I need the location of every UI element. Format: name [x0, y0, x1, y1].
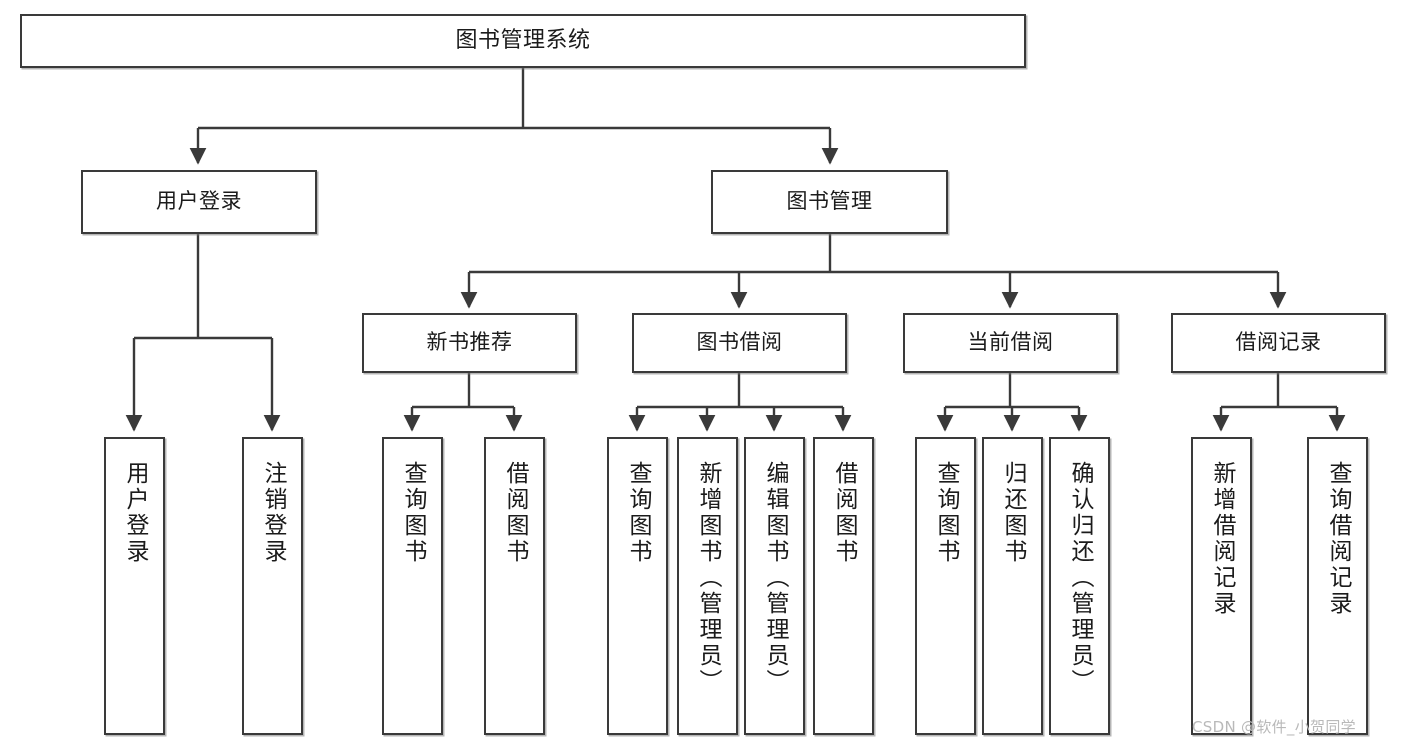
node-leaf-confirm-return[interactable]: 确认归还（管理员） [1049, 437, 1110, 735]
node-label: 当前借阅 [967, 330, 1054, 355]
node-leaf-edit-book[interactable]: 编辑图书（管理员） [744, 437, 805, 735]
node-label: 图书借阅 [696, 330, 783, 355]
node-label: 借阅图书 [502, 461, 528, 565]
node-leaf-query-book-1[interactable]: 查询图书 [382, 437, 443, 735]
node-label: 新增图书（管理员） [695, 461, 721, 695]
node-label: 查询图书 [400, 461, 426, 565]
node-label: 归还图书 [1000, 461, 1026, 565]
node-leaf-user-login[interactable]: 用户登录 [104, 437, 165, 735]
node-borrow-record[interactable]: 借阅记录 [1171, 313, 1386, 373]
node-book-borrow[interactable]: 图书借阅 [632, 313, 847, 373]
node-label: 编辑图书（管理员） [762, 461, 788, 695]
node-label: 查询图书 [933, 461, 959, 565]
node-label: 注销登录 [260, 461, 286, 565]
node-leaf-add-record[interactable]: 新增借阅记录 [1191, 437, 1252, 735]
node-book-manage[interactable]: 图书管理 [711, 170, 948, 234]
node-leaf-user-logout[interactable]: 注销登录 [242, 437, 303, 735]
node-label: 确认归还（管理员） [1067, 461, 1093, 695]
node-label: 图书管理 [786, 189, 873, 214]
node-label: 新书推荐 [426, 330, 513, 355]
node-label: 新增借阅记录 [1209, 461, 1235, 617]
node-leaf-query-book-3[interactable]: 查询图书 [915, 437, 976, 735]
node-label: 查询图书 [625, 461, 651, 565]
node-leaf-query-book-2[interactable]: 查询图书 [607, 437, 668, 735]
node-label: 查询借阅记录 [1325, 461, 1351, 617]
node-leaf-query-record[interactable]: 查询借阅记录 [1307, 437, 1368, 735]
node-leaf-borrow-book-2[interactable]: 借阅图书 [813, 437, 874, 735]
node-leaf-borrow-book-1[interactable]: 借阅图书 [484, 437, 545, 735]
node-label: 借阅记录 [1235, 330, 1322, 355]
node-leaf-add-book[interactable]: 新增图书（管理员） [677, 437, 738, 735]
node-leaf-return-book[interactable]: 归还图书 [982, 437, 1043, 735]
node-root-system[interactable]: 图书管理系统 [20, 14, 1026, 68]
csdn-watermark: CSDN @软件_小贺同学 [1192, 718, 1356, 736]
node-label: 用户登录 [156, 189, 242, 214]
node-user-login[interactable]: 用户登录 [81, 170, 317, 234]
node-label: 用户登录 [122, 461, 148, 565]
node-new-book-recommend[interactable]: 新书推荐 [362, 313, 577, 373]
node-current-borrow[interactable]: 当前借阅 [903, 313, 1118, 373]
node-label: 图书管理系统 [455, 27, 591, 53]
node-label: 借阅图书 [831, 461, 857, 565]
